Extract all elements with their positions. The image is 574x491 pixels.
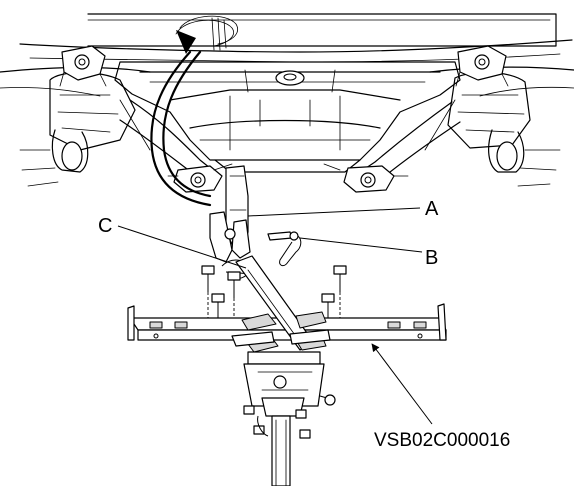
hoist-strap [150,50,212,207]
left-lower-mount [167,163,233,193]
right-suspension-assembly [359,45,561,187]
right-lower-mount [323,163,409,193]
rear-subframe [114,61,461,173]
callout-b: B [425,247,438,269]
figure-code-arrow [371,343,433,425]
retaining-pin-b [267,231,302,267]
callout-b-leader [299,237,423,253]
jack-arm-pads [231,311,331,353]
bolts-right-group [321,265,347,319]
callout-a: A [425,198,439,220]
callout-a-leader [247,207,421,217]
support-bracket-a [209,165,251,263]
rotation-arrow-icon [175,15,238,54]
jack-head [243,351,336,487]
figure-code: VSB02C000016 [374,430,510,451]
callout-c: C [98,215,112,237]
left-suspension-assembly [19,45,216,187]
callout-c-leader [117,225,247,269]
bolts-left-group [201,265,241,319]
